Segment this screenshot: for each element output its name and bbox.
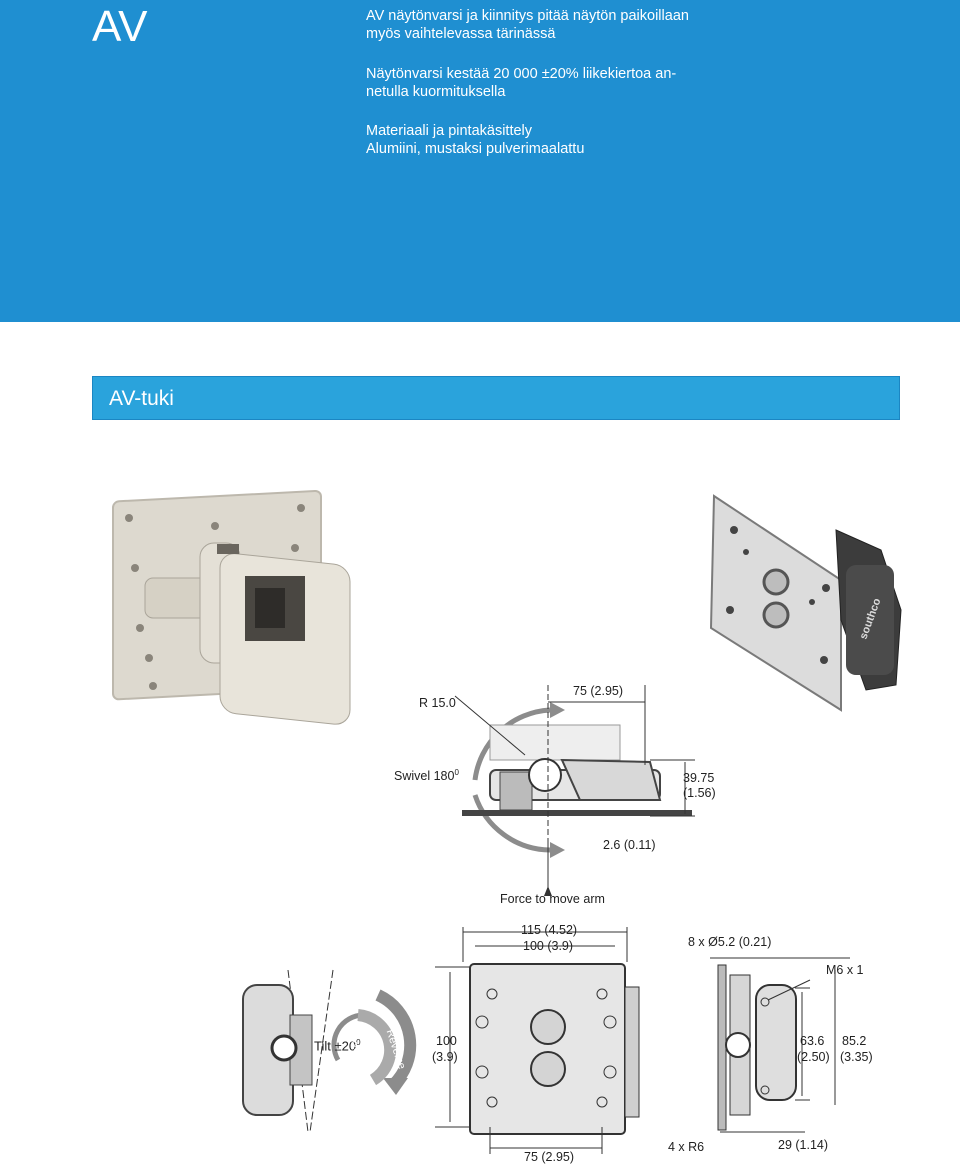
force-label: Force to move arm xyxy=(500,892,605,906)
radius-label: R 15.0 xyxy=(419,696,456,710)
dim-63-label: 63.6 xyxy=(800,1034,825,1048)
tilt-side-drawing xyxy=(242,969,417,1133)
product-photo-beige xyxy=(112,489,351,725)
dim-63-inch-label: (2.50) xyxy=(797,1050,830,1064)
dim-29-label: 29 (1.14) xyxy=(778,1138,829,1152)
desc-line-5: Materiaali ja pintakäsittely xyxy=(366,123,533,139)
desc-line-6: Alumiini, mustaksi pulverimaalattu xyxy=(366,141,585,157)
side-profile-drawing xyxy=(710,957,850,1133)
section-header: AV-tuki xyxy=(92,376,900,420)
desc-line-3: Näytönvarsi kestää 20 000 ±20% liikekier… xyxy=(366,66,677,82)
r6-label: 4 x R6 xyxy=(668,1140,705,1154)
dim-100-v-label: 100 xyxy=(436,1034,457,1048)
front-plate-drawing xyxy=(435,927,640,1154)
section-title: AV-tuki xyxy=(109,387,174,410)
dim-2-6-label: 2.6 (0.11) xyxy=(603,838,656,852)
dim-75-label: 75 (2.95) xyxy=(573,684,624,698)
dim-39-label: 39.75 xyxy=(683,771,715,785)
product-code: AV xyxy=(92,2,148,51)
desc-line-4: netulla kuormituksella xyxy=(366,84,506,100)
desc-line-2: myös vaihtelevassa tärinässä xyxy=(366,26,556,42)
swivel-label: Swivel 1800 xyxy=(394,768,459,784)
dim-100-v-inch-label: (3.9) xyxy=(432,1050,458,1064)
dim-85-inch-label: (3.35) xyxy=(840,1050,873,1064)
dim-100-label: 100 (3.9) xyxy=(523,939,574,953)
swivel-drawing xyxy=(454,685,695,896)
desc-line-1: AV näytönvarsi ja kiinnitys pitää näytön… xyxy=(366,8,689,24)
tilt-label: Tilt ±200 xyxy=(314,1038,361,1054)
dim-75-bottom-label: 75 (2.95) xyxy=(524,1150,575,1164)
dim-85-label: 85.2 xyxy=(842,1034,867,1048)
header-banner: AV AV näytönvarsi ja kiinnitys pitää näy… xyxy=(0,0,960,322)
m6-label: M6 x 1 xyxy=(826,963,864,977)
product-photo-dark: southco xyxy=(709,494,902,712)
holes-label: 8 x Ø5.2 (0.21) xyxy=(688,935,772,949)
dim-115-label: 115 (4.52) xyxy=(521,923,578,937)
dim-39-inch-label: (1.56) xyxy=(683,786,716,800)
